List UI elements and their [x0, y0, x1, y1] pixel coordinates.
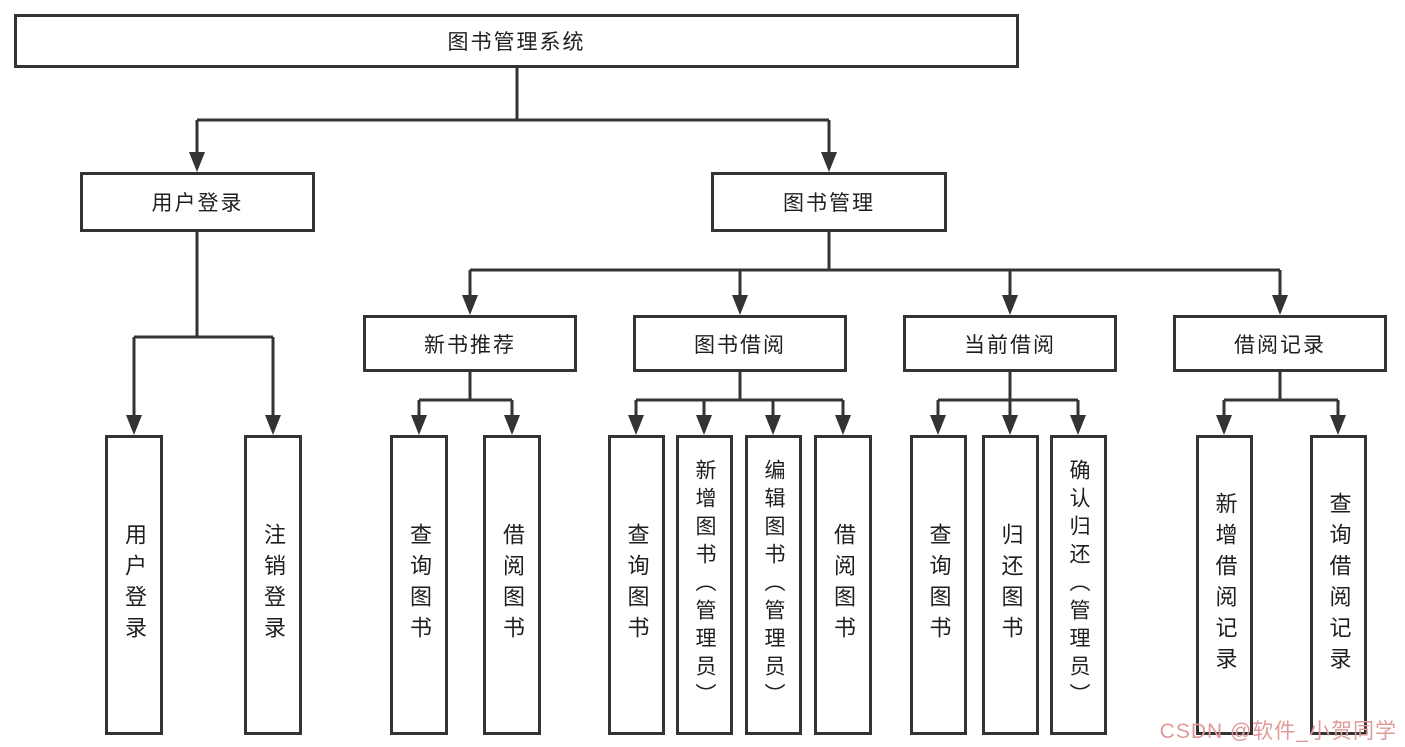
leaf-records-add-record: 新增借阅记录	[1196, 435, 1253, 735]
leaf-borrow-edit-book-admin: 编辑图书（管理员）	[745, 435, 802, 735]
leaf-borrow-borrow-book: 借阅图书	[814, 435, 872, 735]
root-to-level2-connector	[189, 68, 837, 172]
user-login-children-connector	[126, 232, 281, 435]
leaf-recommend-query-book: 查询图书	[390, 435, 448, 735]
node-borrow-records: 借阅记录	[1173, 315, 1387, 372]
leaf-current-query-book: 查询图书	[910, 435, 967, 735]
node-book-borrow: 图书借阅	[633, 315, 847, 372]
leaf-current-confirm-return-admin: 确认归还（管理员）	[1050, 435, 1107, 735]
csdn-watermark: CSDN @软件_小贺同学	[1159, 720, 1397, 743]
node-book-management: 图书管理	[711, 172, 947, 232]
node-new-book-recommend: 新书推荐	[363, 315, 577, 372]
leaf-user-login: 用户登录	[105, 435, 163, 735]
new-book-recommend-children-connector	[411, 372, 520, 435]
node-user-login: 用户登录	[80, 172, 315, 232]
book-borrow-children-connector	[628, 372, 851, 435]
leaf-logout: 注销登录	[244, 435, 302, 735]
current-borrow-children-connector	[930, 372, 1086, 435]
book-management-children-connector	[462, 232, 1288, 315]
leaf-borrow-add-book-admin: 新增图书（管理员）	[676, 435, 733, 735]
leaf-records-query-record: 查询借阅记录	[1310, 435, 1367, 735]
node-library-management-system: 图书管理系统	[14, 14, 1019, 68]
node-current-borrow: 当前借阅	[903, 315, 1117, 372]
borrow-records-children-connector	[1216, 372, 1346, 435]
leaf-current-return-book: 归还图书	[982, 435, 1039, 735]
leaf-borrow-query-book: 查询图书	[608, 435, 665, 735]
leaf-recommend-borrow-book: 借阅图书	[483, 435, 541, 735]
